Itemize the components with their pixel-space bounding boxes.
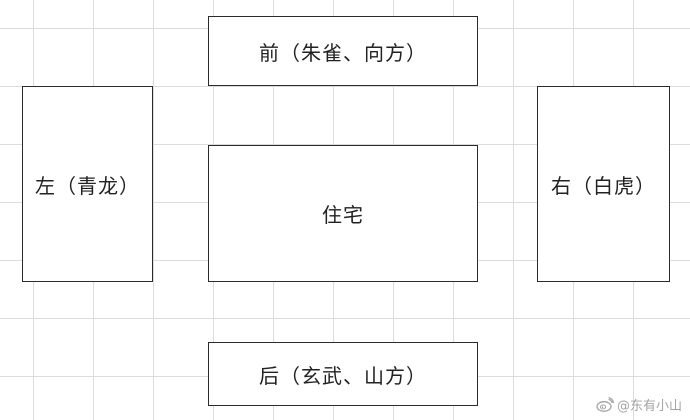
center-label: 住宅: [322, 203, 364, 227]
weibo-icon: [596, 397, 614, 412]
left-label: 左（青龙）: [35, 173, 140, 198]
back-label: 后（玄武、山方）: [259, 363, 427, 388]
front-label: 前（朱雀、向方）: [259, 40, 427, 65]
left-box: 左（青龙）: [22, 86, 153, 282]
front-box: 前（朱雀、向方）: [208, 16, 478, 86]
right-label: 右（白虎）: [551, 173, 656, 198]
watermark: @东有小山: [596, 395, 682, 414]
watermark-text: @东有小山: [616, 399, 682, 414]
back-box: 后（玄武、山方）: [208, 342, 478, 406]
right-box: 右（白虎）: [537, 86, 670, 282]
center-box: 住宅: [208, 145, 478, 282]
